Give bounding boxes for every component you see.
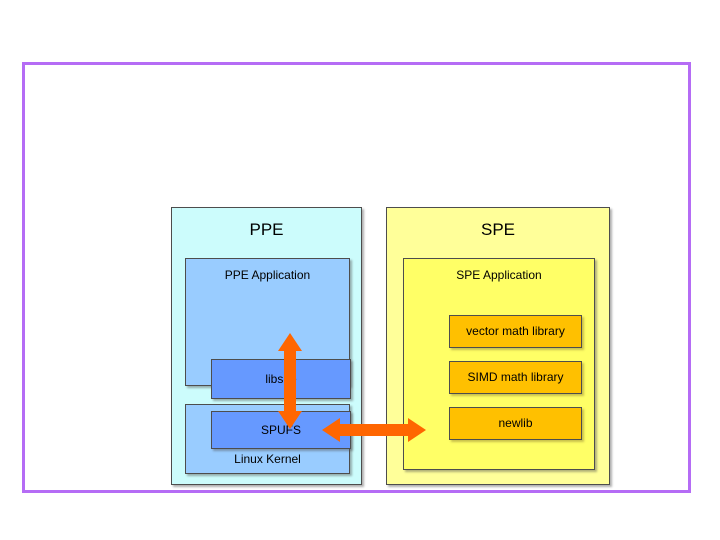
linux-kernel-box[interactable]: Linux Kernel SPUFS	[185, 404, 351, 474]
vector-math-library-box[interactable]: vector math library	[449, 315, 582, 348]
newlib-label: newlib	[498, 416, 533, 430]
newlib-box[interactable]: newlib	[449, 407, 582, 440]
linux-kernel-title: Linux Kernel	[234, 452, 301, 466]
double-arrow-horizontal-icon	[322, 418, 426, 442]
ppe-application-title: PPE Application	[224, 268, 311, 282]
libspe-spufs-arrow	[278, 333, 302, 429]
spufs-spe-arrow	[322, 418, 426, 442]
vector-math-library-label: vector math library	[466, 324, 565, 338]
ppe-title: PPE	[249, 220, 284, 239]
diagram-outer-frame: PPE PPE Application libspe Linux Kernel …	[22, 62, 691, 493]
spe-application-box[interactable]: SPE Application vector math library SIMD…	[403, 258, 595, 470]
spe-container[interactable]: SPE SPE Application vector math library …	[386, 207, 610, 485]
spufs-box[interactable]: SPUFS	[211, 411, 351, 449]
spe-application-title: SPE Application	[456, 268, 542, 282]
ppe-application-box[interactable]: PPE Application libspe	[185, 258, 351, 399]
spe-title: SPE	[480, 220, 516, 239]
simd-math-library-label: SIMD math library	[467, 370, 564, 384]
double-arrow-vertical-icon	[278, 333, 302, 429]
ppe-container[interactable]: PPE PPE Application libspe Linux Kernel …	[171, 207, 362, 485]
simd-math-library-box[interactable]: SIMD math library	[449, 361, 582, 394]
